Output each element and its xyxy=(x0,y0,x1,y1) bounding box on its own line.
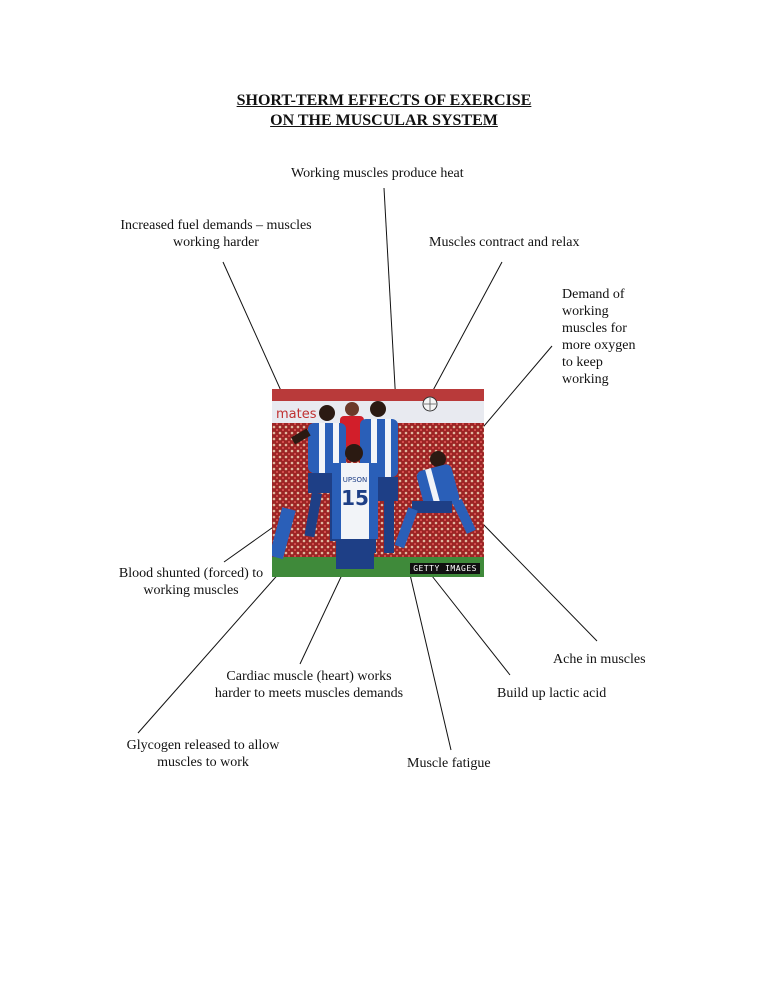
label-fuel-line-2: working harder xyxy=(111,234,321,251)
label-oxygen-line-3: muscles for xyxy=(562,320,635,337)
label-blood: Blood shunted (forced) to working muscle… xyxy=(110,565,272,599)
getty-images-watermark: GETTY IMAGES xyxy=(410,563,480,574)
shirt-name: UPSON xyxy=(343,476,368,484)
label-glycogen-line-1: Glycogen released to allow xyxy=(110,737,296,754)
label-fuel: Increased fuel demands – muscles working… xyxy=(111,217,321,251)
label-fuel-line-1: Increased fuel demands – muscles xyxy=(111,217,321,234)
label-oxygen-line-1: Demand of xyxy=(562,286,635,303)
label-fatigue: Muscle fatigue xyxy=(407,755,491,772)
label-oxygen: Demand of working muscles for more oxyge… xyxy=(562,286,635,388)
label-blood-line-2: working muscles xyxy=(110,582,272,599)
label-ache: Ache in muscles xyxy=(553,651,646,668)
football-players-photo: mates xyxy=(272,389,484,577)
svg-text:mates: mates xyxy=(276,407,317,422)
label-cardiac: Cardiac muscle (heart) works harder to m… xyxy=(204,668,414,702)
label-cardiac-line-2: harder to meets muscles demands xyxy=(204,685,414,702)
label-glycogen: Glycogen released to allow muscles to wo… xyxy=(110,737,296,771)
label-blood-line-1: Blood shunted (forced) to xyxy=(110,565,272,582)
label-oxygen-line-6: working xyxy=(562,371,635,388)
label-oxygen-line-4: more oxygen xyxy=(562,337,635,354)
label-contract: Muscles contract and relax xyxy=(429,234,579,251)
connector-ache xyxy=(481,522,597,641)
label-oxygen-line-5: to keep xyxy=(562,354,635,371)
label-heat: Working muscles produce heat xyxy=(291,165,464,182)
label-glycogen-line-2: muscles to work xyxy=(110,754,296,771)
label-lactic: Build up lactic acid xyxy=(497,685,606,702)
connector-heat xyxy=(384,188,396,405)
shirt-number: 15 xyxy=(341,486,369,510)
connector-contract xyxy=(423,262,502,409)
connector-fatigue xyxy=(405,553,451,750)
connector-lactic xyxy=(432,576,510,675)
label-oxygen-line-2: working xyxy=(562,303,635,320)
label-cardiac-line-1: Cardiac muscle (heart) works xyxy=(204,668,414,685)
